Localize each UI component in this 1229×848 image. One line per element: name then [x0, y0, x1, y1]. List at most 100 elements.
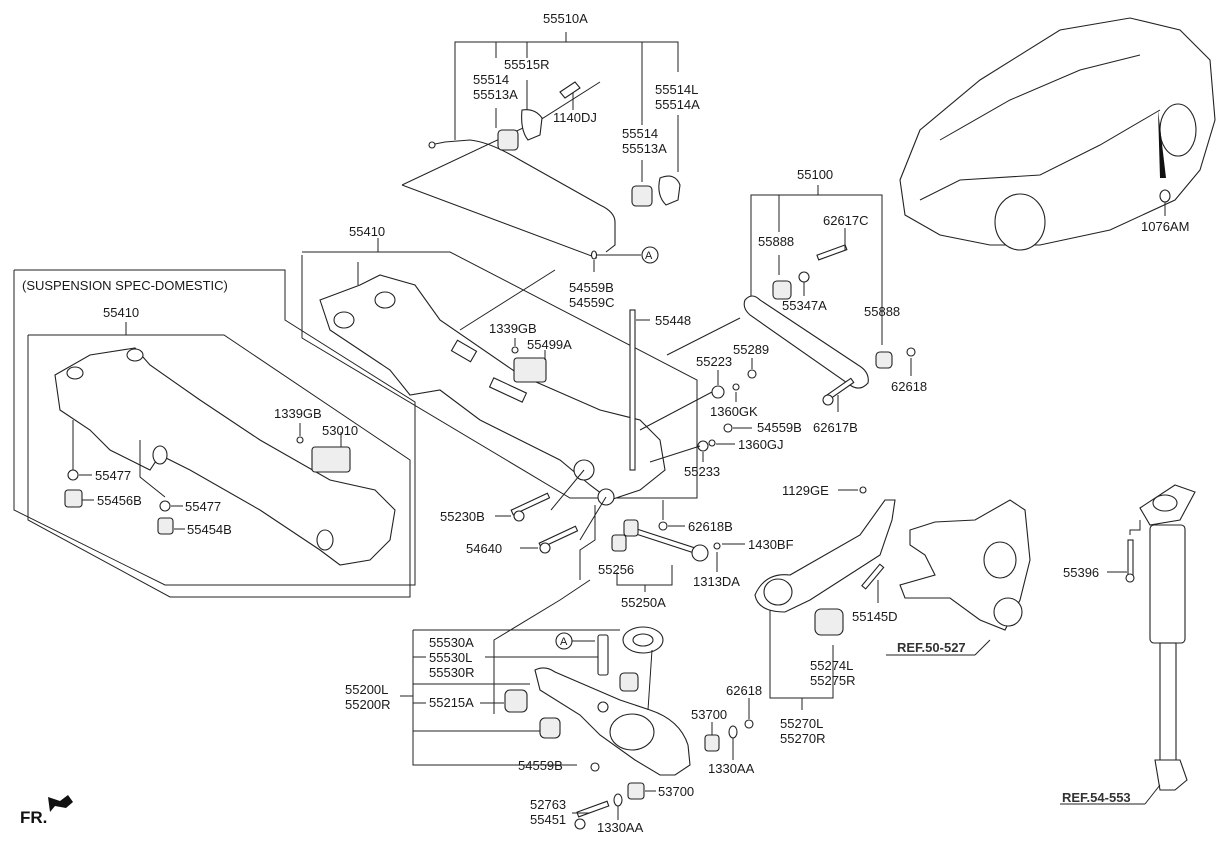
- washer-55223[interactable]: [711, 385, 725, 399]
- label-55250A[interactable]: 55250A: [621, 595, 666, 610]
- bushing-55513A-right[interactable]: [631, 185, 653, 207]
- ball-joint[interactable]: [691, 544, 709, 562]
- nut-1339GB-main[interactable]: [511, 346, 519, 354]
- bushing-lower[interactable]: [539, 717, 561, 739]
- nut-54559B-bot[interactable]: [590, 762, 600, 772]
- label-55396[interactable]: 55396: [1063, 565, 1100, 580]
- washer-55477-b[interactable]: [159, 500, 171, 512]
- bolt-1140DJ[interactable]: [559, 81, 581, 99]
- bushing-55215A[interactable]: [504, 689, 528, 713]
- label-55513A-a[interactable]: 55513A: [473, 87, 518, 102]
- label-54640[interactable]: 54640: [466, 541, 503, 556]
- lower-arm-55200[interactable]: [534, 667, 691, 776]
- label-1360GK[interactable]: 1360GK: [710, 404, 758, 419]
- label-55530A[interactable]: 55530A: [429, 635, 474, 650]
- label-55888-b[interactable]: 55888: [864, 304, 901, 319]
- label-1339GB-inset[interactable]: 1339GB: [274, 406, 322, 421]
- label-55200L[interactable]: 55200L: [345, 682, 389, 697]
- label-55454B[interactable]: 55454B: [187, 522, 232, 537]
- bolt-52763[interactable]: [576, 800, 610, 818]
- label-53700-a[interactable]: 53700: [691, 707, 728, 722]
- label-62617C[interactable]: 62617C: [823, 213, 869, 228]
- label-1076AM[interactable]: 1076AM: [1141, 219, 1190, 234]
- bushing-55456B[interactable]: [64, 489, 83, 508]
- label-55530R[interactable]: 55530R: [429, 665, 475, 680]
- label-55514-a[interactable]: 55514: [473, 72, 510, 87]
- label-55499A[interactable]: 55499A: [527, 337, 572, 352]
- label-55270R[interactable]: 55270R: [780, 731, 826, 746]
- washer-1330AA-b[interactable]: [613, 793, 623, 807]
- washer-1360GJ[interactable]: [708, 439, 716, 447]
- bolt-55448[interactable]: [629, 309, 636, 471]
- washer-1330AA-a[interactable]: [728, 725, 738, 739]
- washer-55347A[interactable]: [798, 271, 810, 283]
- bolt-1129GE[interactable]: [859, 486, 867, 494]
- label-54559B-bot[interactable]: 54559B: [518, 758, 563, 773]
- label-62617B[interactable]: 62617B: [813, 420, 858, 435]
- label-55100[interactable]: 55100: [797, 167, 834, 182]
- label-55347A[interactable]: 55347A: [782, 298, 827, 313]
- label-1430BF[interactable]: 1430BF: [748, 537, 794, 552]
- label-55888-a[interactable]: 55888: [758, 234, 795, 249]
- bracket-55515R[interactable]: [521, 109, 543, 141]
- label-55233[interactable]: 55233: [684, 464, 721, 479]
- mount-53010[interactable]: [311, 446, 351, 473]
- label-53010[interactable]: 53010: [322, 423, 359, 438]
- label-54559B-top[interactable]: 54559B: [569, 280, 614, 295]
- bushing-53700-b[interactable]: [627, 782, 645, 800]
- washer-55477-a[interactable]: [67, 469, 79, 481]
- label-55477-a[interactable]: 55477: [95, 468, 132, 483]
- plug-1076AM[interactable]: [1159, 189, 1171, 203]
- label-55513A-b[interactable]: 55513A: [622, 141, 667, 156]
- bushing-55454B[interactable]: [157, 517, 174, 535]
- bolt-55230B[interactable]: [510, 492, 551, 516]
- nut-62618-bot[interactable]: [744, 719, 754, 729]
- label-55145D[interactable]: 55145D: [852, 609, 898, 624]
- label-55215A[interactable]: 55215A: [429, 695, 474, 710]
- label-62618-top[interactable]: 62618: [891, 379, 928, 394]
- label-55270L[interactable]: 55270L: [780, 716, 824, 731]
- label-62618B[interactable]: 62618B: [688, 519, 733, 534]
- nut-62618B[interactable]: [658, 521, 668, 531]
- label-55256[interactable]: 55256: [598, 562, 635, 577]
- label-55448[interactable]: 55448: [655, 313, 692, 328]
- mount-55499A[interactable]: [513, 357, 547, 383]
- bushing-55888-b[interactable]: [875, 351, 893, 369]
- bolt-55145D[interactable]: [861, 563, 885, 590]
- washer-1360GK[interactable]: [732, 383, 740, 391]
- label-1330AA-a[interactable]: 1330AA: [708, 761, 755, 776]
- stabilizer-link-55530[interactable]: [597, 634, 609, 676]
- label-54559C[interactable]: 54559C: [569, 295, 615, 310]
- label-55477-b[interactable]: 55477: [185, 499, 222, 514]
- bushing-55256[interactable]: [611, 534, 627, 552]
- label-1330AA-b[interactable]: 1330AA: [597, 820, 644, 835]
- label-55410-main[interactable]: 55410: [349, 224, 386, 239]
- nut-55289[interactable]: [747, 369, 757, 379]
- washer-55233[interactable]: [697, 440, 709, 452]
- reference-50-527[interactable]: REF.50-527: [897, 640, 966, 655]
- label-55514L[interactable]: 55514L: [655, 82, 699, 97]
- nut-62618-top[interactable]: [906, 347, 916, 357]
- label-55230B[interactable]: 55230B: [440, 509, 485, 524]
- label-55451[interactable]: 55451: [530, 812, 567, 827]
- nut-1313DA[interactable]: [713, 542, 721, 550]
- label-1339GB-main[interactable]: 1339GB: [489, 321, 537, 336]
- label-1313DA[interactable]: 1313DA: [693, 574, 740, 589]
- knuckle[interactable]: [899, 499, 1031, 631]
- label-55530L[interactable]: 55530L: [429, 650, 473, 665]
- label-54559B-mid[interactable]: 54559B: [757, 420, 802, 435]
- label-55274L[interactable]: 55274L: [810, 658, 854, 673]
- reference-54-553[interactable]: REF.54-553: [1062, 790, 1131, 805]
- nut-1339GB-inset[interactable]: [296, 436, 304, 444]
- label-55289[interactable]: 55289: [733, 342, 770, 357]
- label-55200R[interactable]: 55200R: [345, 697, 391, 712]
- label-53700-b[interactable]: 53700: [658, 784, 695, 799]
- label-55456B[interactable]: 55456B: [97, 493, 142, 508]
- upper-arm-55100[interactable]: [743, 295, 869, 389]
- stabilizer-bar[interactable]: [429, 139, 616, 253]
- bushing-upper[interactable]: [619, 672, 639, 692]
- bushing-53700-a[interactable]: [704, 734, 720, 752]
- label-55514-b[interactable]: 55514: [622, 126, 659, 141]
- bushing-55513A-left[interactable]: [497, 129, 519, 151]
- label-55514A[interactable]: 55514A: [655, 97, 700, 112]
